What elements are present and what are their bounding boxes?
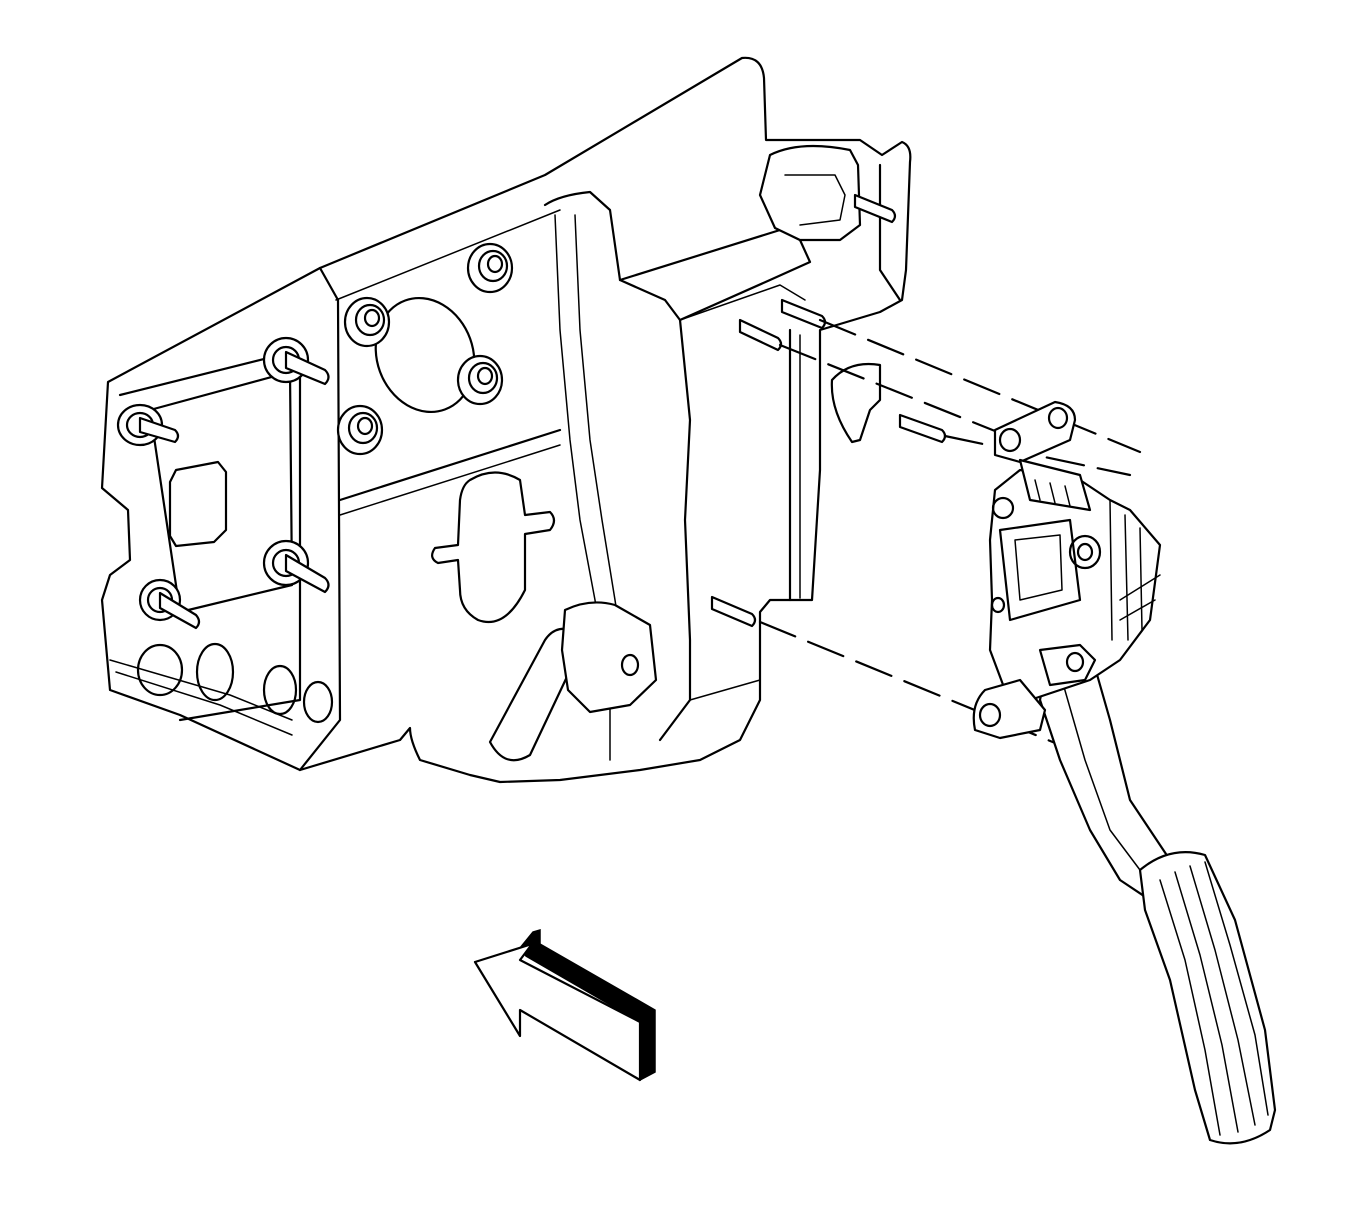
pedal-mounting-bracket: [100, 56, 912, 784]
nut-2: [466, 242, 514, 294]
nut-4: [456, 354, 504, 406]
pedal-sensor-housing: [988, 468, 1162, 702]
bracket-center-rib: [543, 190, 692, 742]
stud-4: [138, 578, 201, 630]
alignment-line-right: [943, 434, 1132, 477]
bracket-lower-hole-4: [302, 680, 334, 724]
alignment-line-top: [818, 318, 1142, 454]
stud-2: [262, 336, 330, 386]
bracket-slot: [431, 471, 556, 624]
accelerator-pedal-assembly: [972, 400, 1277, 1145]
mounting-stud-upper-right: [853, 193, 897, 224]
pedal-mounting-plate: [993, 400, 1077, 464]
mounting-hole-lower: [978, 702, 1002, 728]
bracket-top-gusset: [758, 144, 862, 242]
bracket-outline: [100, 56, 912, 784]
bracket-lower-hole-1: [136, 643, 184, 697]
pedal-pad: [1138, 851, 1277, 1145]
stud-3: [262, 539, 330, 594]
front-of-vehicle-arrow: [473, 929, 656, 1082]
mounting-stud-lower: [710, 595, 757, 628]
bracket-center-hole: [374, 296, 476, 414]
pedal-lower-foot: [972, 678, 1047, 740]
mounting-hole-upper: [998, 427, 1022, 453]
bracket-left-flange: [118, 348, 302, 722]
bracket-lower-hole-3: [262, 664, 298, 716]
alignment-line-middle: [778, 343, 1002, 435]
nut-3: [336, 404, 384, 456]
mounting-stud-right: [898, 413, 947, 444]
bracket-lower-hole-2: [195, 642, 235, 702]
mounting-hole-upper-right: [1047, 406, 1069, 430]
sensor-connector: [1018, 458, 1092, 512]
nut-1: [343, 296, 391, 348]
arrow-outline: [473, 942, 642, 1082]
stud-1: [116, 403, 180, 447]
bracket-studs: [116, 193, 947, 630]
